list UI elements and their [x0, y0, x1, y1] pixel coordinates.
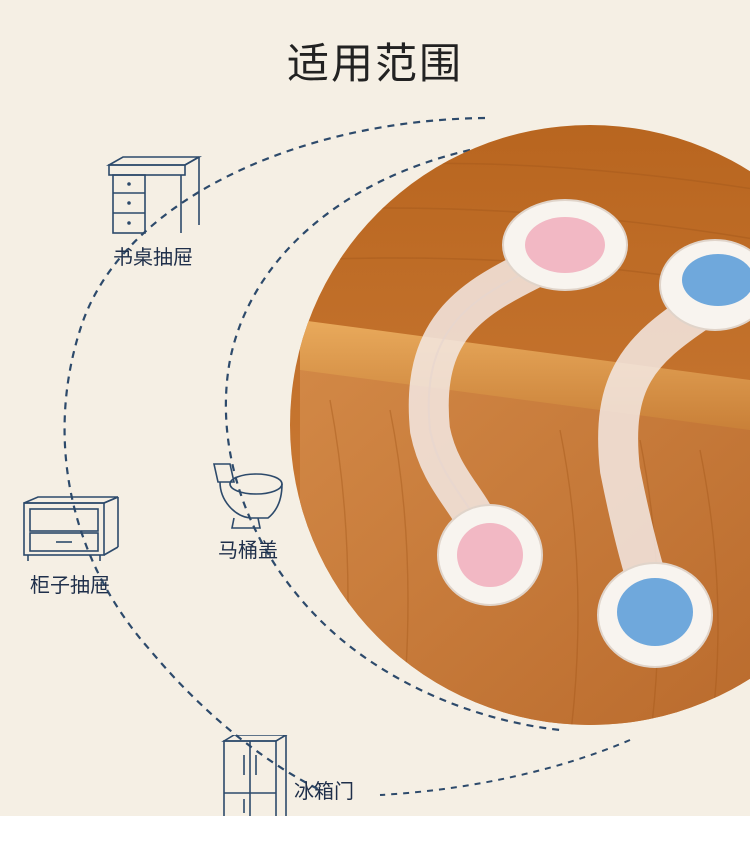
- lock-blue: [597, 239, 750, 668]
- item-label: 柜子抽屉: [30, 573, 110, 597]
- outer-dashed-arc: [63, 116, 486, 791]
- bottom-strip: [0, 816, 750, 849]
- item-desk-drawer: 书桌抽屉: [98, 155, 208, 270]
- fridge-icon: [221, 734, 289, 822]
- item-cabinet-drawer: 柜子抽屉: [10, 495, 130, 598]
- cabinet-icon: [23, 496, 119, 561]
- toilet-icon: [213, 463, 283, 529]
- item-label: 冰箱门: [294, 779, 354, 803]
- inner-dashed-arc: [224, 148, 561, 732]
- lock-pink: [408, 199, 628, 606]
- item-label: 书桌抽屉: [113, 245, 193, 269]
- item-label: 马桶盖: [218, 538, 278, 562]
- page-title: 适用范围: [286, 39, 463, 88]
- item-fridge-door: 冰箱门: [220, 734, 354, 823]
- bottom-dashed-arc: [379, 739, 631, 796]
- desk-icon: [105, 156, 203, 234]
- item-toilet-lid: 马桶盖: [198, 460, 298, 563]
